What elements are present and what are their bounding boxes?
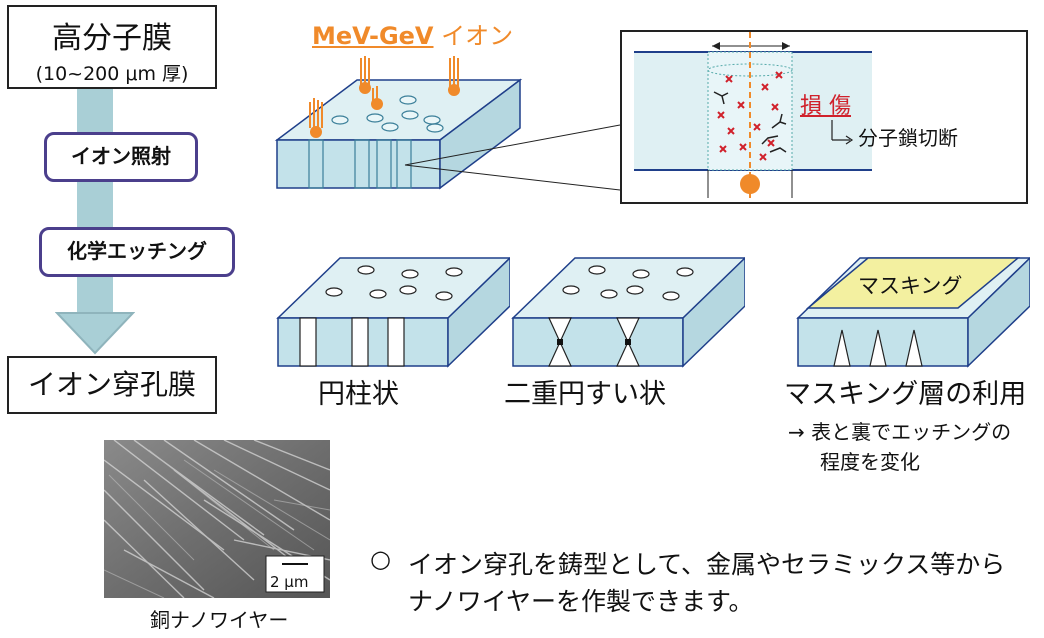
ion-irradiation-step: イオン照射: [44, 132, 198, 182]
chemical-etching-step: 化学エッチング: [39, 227, 235, 277]
note-bullet: ○: [370, 545, 391, 573]
double-cone-pore-membrane: [511, 256, 745, 368]
note-line2: ナノワイヤーを作製できます。: [408, 587, 754, 616]
masking-caption: マスキング層の利用: [784, 379, 1027, 410]
damage-label: 損 傷: [800, 94, 851, 119]
polymer-film-title: 高分子膜: [52, 21, 172, 56]
polymer-film-thickness: (10~200 μm 厚): [35, 63, 189, 85]
ion-energy-label: MeV-GeV: [312, 22, 434, 50]
masking-note-line1: → 表と裏でエッチングの: [788, 420, 1012, 444]
masking-layer-membrane: [796, 256, 1030, 368]
double-cone-caption: 二重円すい状: [504, 379, 666, 410]
masking-label: マスキング: [858, 274, 963, 298]
ion-word-label: イオン: [433, 22, 514, 50]
ion-label: MeV-GeV イオン: [312, 16, 513, 51]
copper-nanowire-sem-image: [104, 440, 330, 598]
masking-note-line2: 程度を変化: [820, 450, 920, 474]
cylinder-caption: 円柱状: [318, 379, 399, 410]
chain-scission-label: 分子鎖切断: [858, 126, 958, 150]
process-arrow: [55, 85, 135, 355]
photo-caption: 銅ナノワイヤー: [150, 608, 289, 632]
cylinder-pore-membrane: [276, 256, 510, 368]
polymer-film-box: 高分子膜 (10~200 μm 厚): [7, 5, 217, 89]
damage-zoom-diagram: [634, 32, 872, 198]
sem-scale-label: 2 μm: [270, 573, 309, 591]
note-line1: イオン穿孔を鋳型として、金属やセラミックス等から: [408, 550, 1006, 579]
ion-track-membrane-box: イオン穿孔膜: [7, 356, 217, 414]
irradiated-membrane: [274, 56, 621, 191]
